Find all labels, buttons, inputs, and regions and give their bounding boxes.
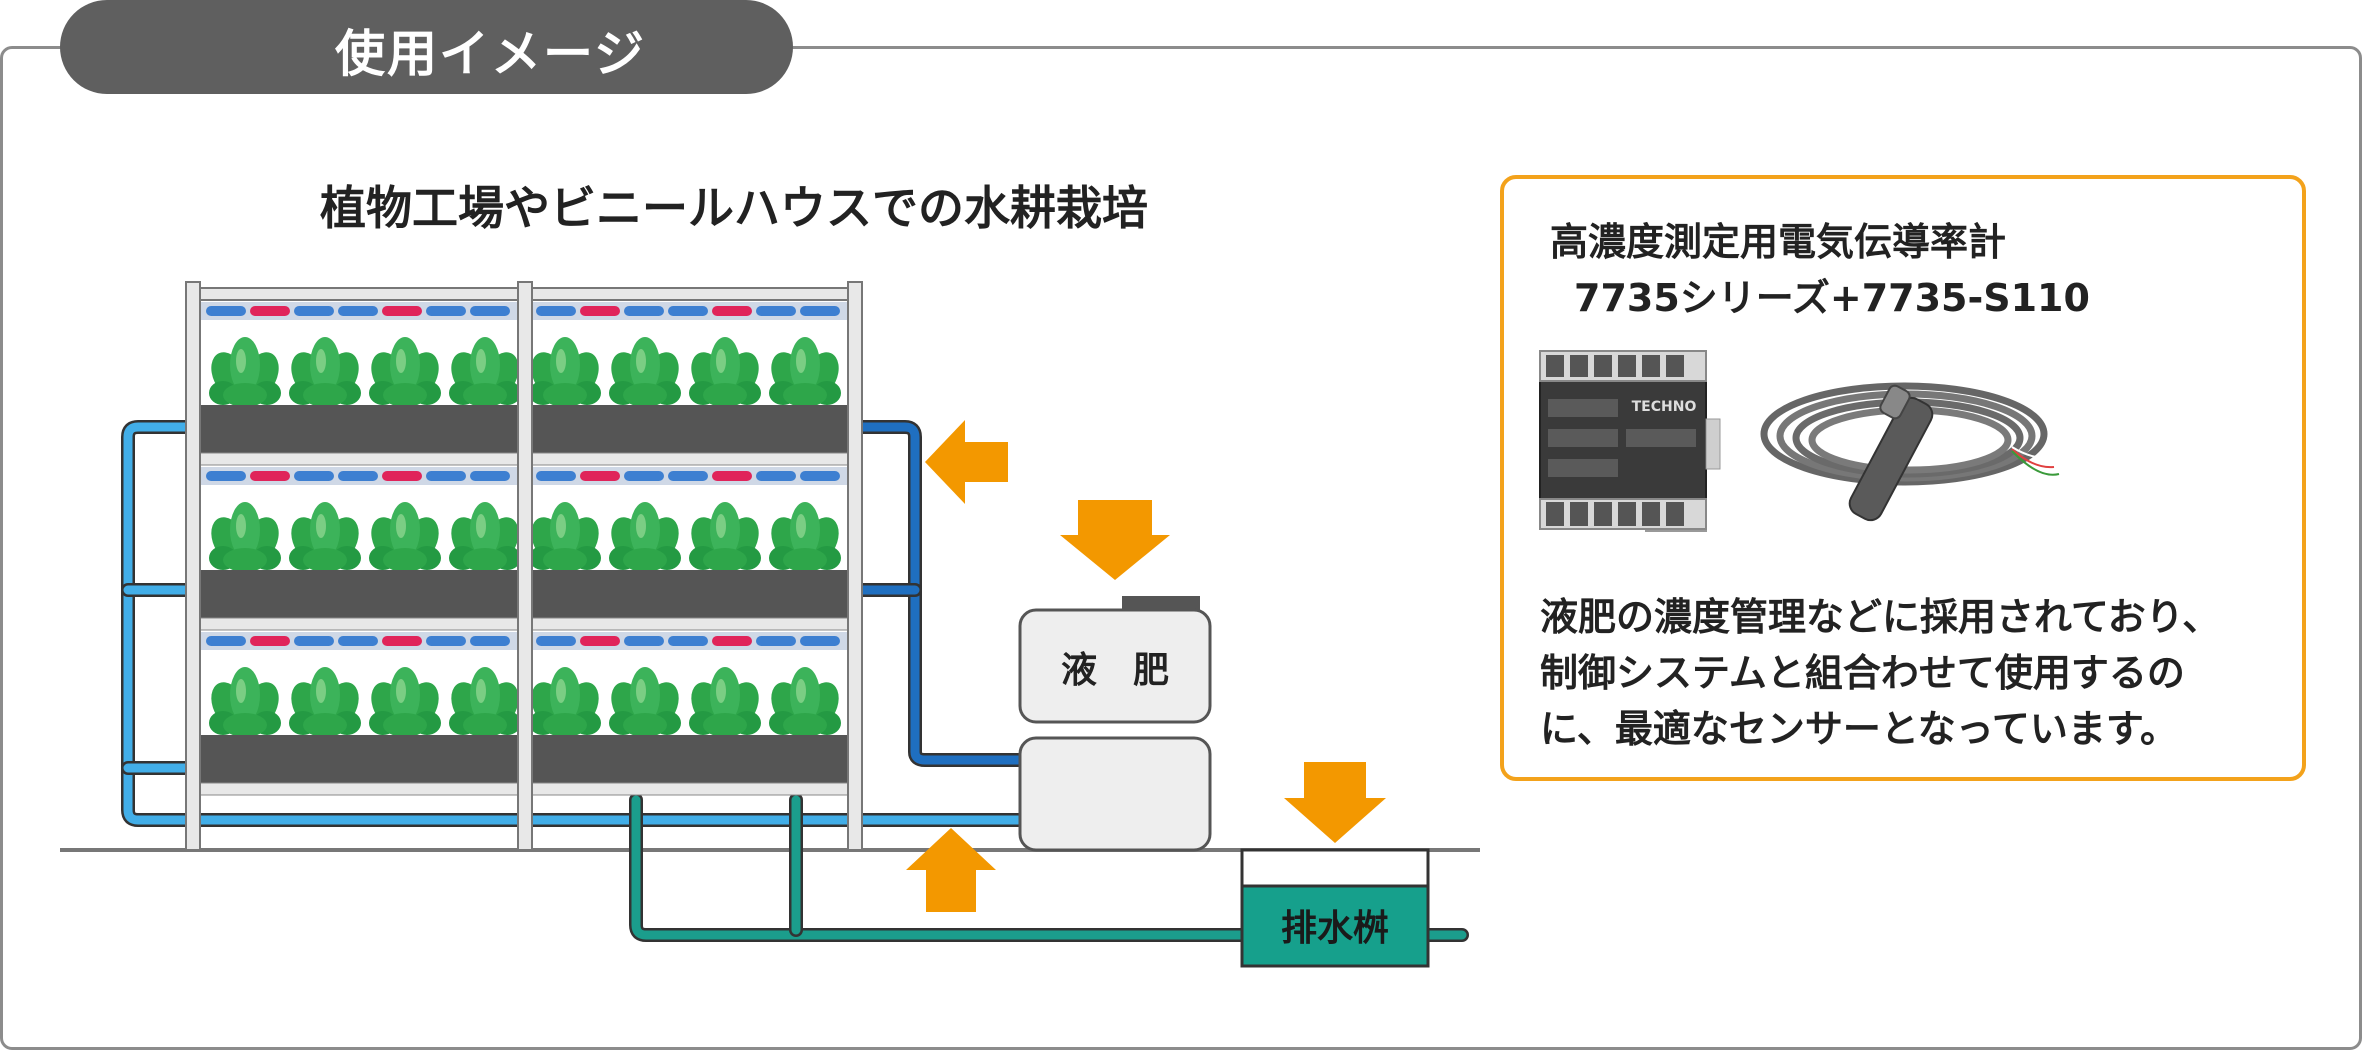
- meter-brand: TECHNO: [1632, 399, 1697, 415]
- rack-tier: [199, 467, 851, 631]
- drain-basin: 排水桝: [1240, 848, 1430, 968]
- header-title: 使用イメージ: [335, 25, 646, 83]
- header-tab: 使用イメージ: [60, 0, 793, 94]
- rack-post: [517, 281, 533, 851]
- conductivity-meter-image: TECHNO: [1539, 350, 1721, 532]
- arrow-left-icon: [925, 420, 1008, 504]
- ground-line: [60, 848, 1480, 852]
- arrow-down-icon: [1284, 762, 1386, 843]
- nutrient-tank: 液 肥: [1018, 596, 1212, 852]
- content-frame: [0, 46, 2362, 1050]
- product-images: TECHNO: [1539, 350, 2063, 532]
- product-name: 高濃度測定用電気伝導率計: [1550, 220, 2007, 264]
- rack-post: [847, 281, 863, 851]
- drain-pipe: [629, 793, 1469, 942]
- diagram-title: 植物工場やビニールハウスでの水耕栽培: [320, 181, 1148, 235]
- led-strip: [206, 636, 840, 646]
- tank-label: 液 肥: [1061, 650, 1169, 691]
- arrow-down-icon: [1060, 500, 1170, 580]
- grow-rack: [185, 281, 863, 851]
- product-info-box: 高濃度測定用電気伝導率計 7735シリーズ+7735-S110 TECHNO: [1500, 175, 2306, 781]
- drain-label: 排水桝: [1281, 908, 1389, 949]
- sensor-probe-image: [1760, 382, 2063, 522]
- arrow-up-icon: [906, 828, 996, 912]
- product-model: 7735シリーズ+7735-S110: [1574, 276, 2090, 320]
- hydroponics-diagram: 液 肥 排水桝: [60, 281, 1480, 968]
- flow-arrows: [906, 420, 1386, 912]
- led-strip: [206, 306, 840, 316]
- product-description: 液肥の濃度管理などに採用されており、 制御システムと組合わせて使用するの に、最…: [1540, 595, 2221, 751]
- led-strip: [206, 471, 840, 481]
- rack-post: [185, 281, 201, 851]
